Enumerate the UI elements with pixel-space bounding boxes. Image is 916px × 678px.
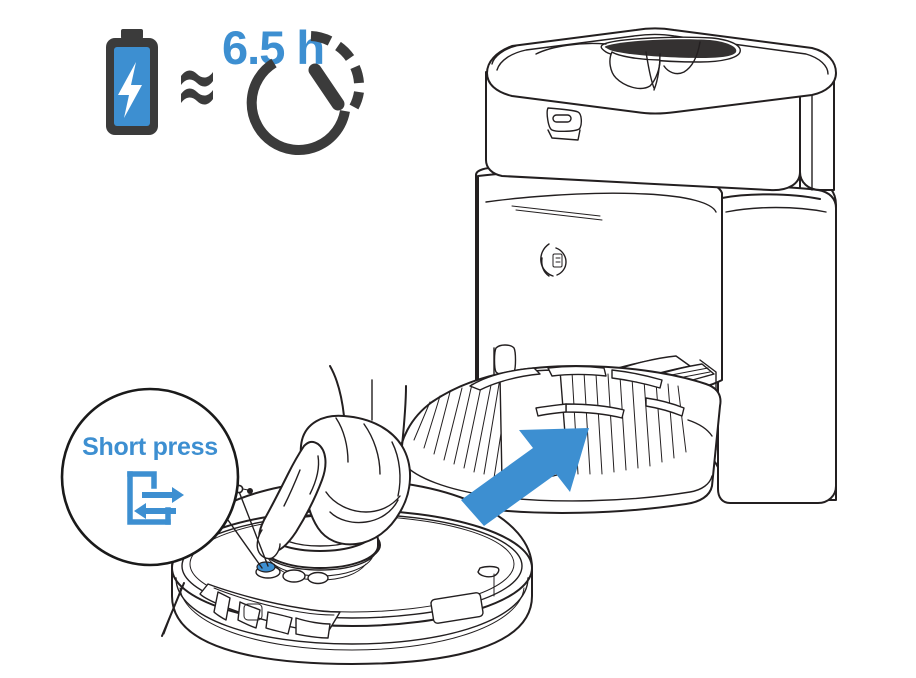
docking-direction-arrow [461,428,589,526]
ramp-ribs-right [571,371,687,475]
auto-empty-dock-station [397,27,837,514]
power-button[interactable] [282,569,306,583]
sensor-window [430,592,484,624]
brand-emblem-icon [540,243,567,277]
spot-button[interactable] [307,571,329,585]
dust-bag-lid [486,27,837,115]
approximately-equal-icon [181,70,213,105]
clock-dashed-icon [246,31,364,155]
callout-title: Short press [82,433,218,461]
battery-charging-icon [106,29,158,135]
short-press-callout-bubble[interactable] [60,387,240,567]
front-bumper [199,583,341,639]
recharge-return-icon [127,471,184,525]
robot-control-buttons [255,561,329,585]
